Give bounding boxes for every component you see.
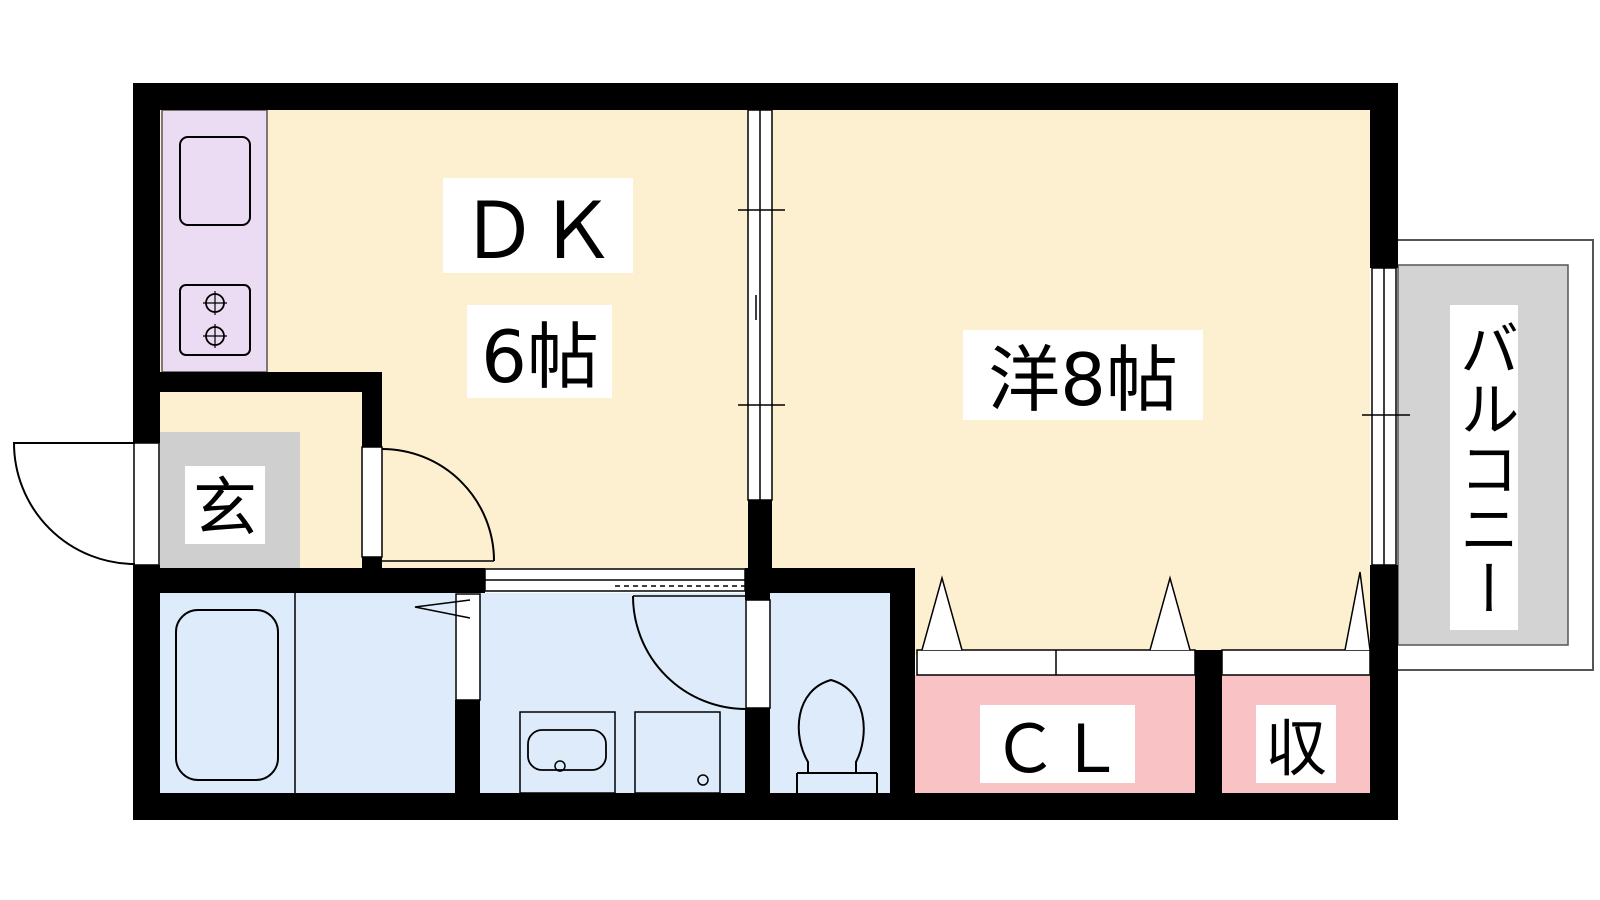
- dk-room-name: ＤＫ: [460, 187, 616, 277]
- western-room-label: 洋8帖: [988, 338, 1178, 422]
- bathroom-floor: [160, 593, 455, 793]
- storage-label-box: [1256, 705, 1336, 783]
- bathtub-icon: [175, 609, 279, 781]
- closet-door-fold-2: [1149, 575, 1191, 651]
- dk-door-swing: [381, 448, 495, 562]
- washbasin-icon: [527, 729, 607, 771]
- closet-label: ＣＬ: [992, 711, 1124, 788]
- entrance-label-box: [185, 466, 265, 544]
- entrance-label: 玄: [193, 472, 257, 546]
- toilet-floor: [770, 593, 890, 793]
- wall-toilet-closet: [890, 568, 915, 800]
- bath-door-frame: [455, 593, 481, 701]
- stove-icon: [179, 284, 251, 356]
- wall-genkan-upper: [362, 372, 382, 447]
- wall-wash-toilet-upper: [745, 590, 770, 600]
- wall-wet-top-right: [745, 568, 915, 593]
- sink-icon: [179, 136, 251, 226]
- wall-bath-wash: [455, 700, 480, 800]
- toilet-door-frame: [745, 599, 771, 709]
- storage-door-rail: [1221, 649, 1371, 676]
- balcony-label-box: [1450, 305, 1518, 630]
- wall-wash-toilet-lower: [745, 708, 770, 800]
- wall-kitchen-genkan: [160, 372, 382, 392]
- dk-room-size: 6帖: [481, 315, 599, 399]
- wall-left-upper: [133, 83, 160, 443]
- western-label-box: [963, 330, 1203, 420]
- toilet-door-swing: [632, 595, 747, 710]
- storage-door-fold: [1344, 571, 1371, 651]
- entrance-door-swing: [12, 442, 136, 565]
- toilet-icon: [797, 678, 865, 773]
- bath-door-folding: [414, 599, 471, 619]
- washroom-floor: [480, 593, 745, 793]
- washbasin-counter: [519, 711, 616, 794]
- dk-door-frame: [361, 446, 383, 558]
- storage-label: 収: [1265, 712, 1327, 785]
- dk-size-box: [467, 305, 612, 398]
- entrance-door-frame: [133, 442, 160, 566]
- washing-machine-icon: [634, 711, 721, 794]
- closet-label-box: [980, 705, 1135, 783]
- wall-left-lower: [133, 565, 160, 820]
- closet-door-fold-1: [921, 575, 963, 651]
- wall-wet-top: [133, 568, 485, 593]
- drain-icon: [554, 760, 566, 772]
- dk-label-box: [443, 178, 633, 273]
- washer-drain-icon: [697, 774, 709, 786]
- wall-right-lower: [1370, 565, 1398, 820]
- wall-closet-storage: [1195, 650, 1222, 800]
- wall-top: [133, 83, 1398, 110]
- wall-right-upper: [1370, 83, 1398, 268]
- balcony-label: バルコニー: [1449, 318, 1519, 618]
